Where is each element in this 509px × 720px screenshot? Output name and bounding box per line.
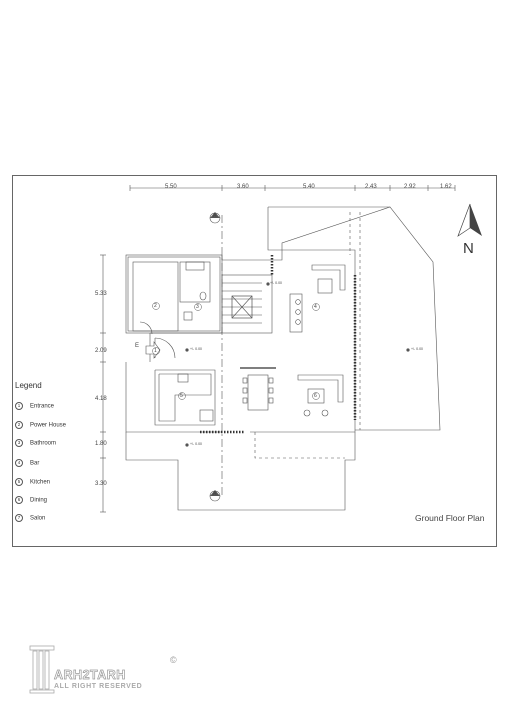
legend-number: 6 bbox=[15, 496, 23, 504]
dim-h-2: 3.60 bbox=[237, 184, 249, 190]
room-number-5: 5 bbox=[180, 393, 183, 399]
legend-item: 3 Bathroom bbox=[15, 439, 56, 447]
staircase bbox=[221, 274, 273, 334]
copyright-mark: © bbox=[170, 655, 177, 665]
dim-v-4: 1.80 bbox=[95, 441, 107, 447]
dim-h-3: 5.40 bbox=[303, 184, 315, 190]
level-marks bbox=[185, 282, 410, 447]
glazing-hatch bbox=[200, 255, 357, 434]
legend-number: 1 bbox=[15, 402, 23, 410]
section-marker-bottom bbox=[209, 490, 221, 502]
legend-item: 6 Dining bbox=[15, 496, 47, 504]
entrance-door bbox=[154, 337, 176, 359]
legend-label: Dining bbox=[30, 497, 48, 504]
plan-title: Ground Floor Plan bbox=[415, 513, 485, 523]
bar-counter bbox=[289, 293, 303, 333]
legend-item: 1 Entrance bbox=[15, 402, 54, 410]
kitchen-area bbox=[154, 369, 216, 426]
dim-v-1: 5.33 bbox=[95, 291, 107, 297]
legend-label: Power House bbox=[30, 422, 67, 429]
main-hall-wall bbox=[221, 249, 356, 433]
north-arrow bbox=[457, 203, 482, 237]
legend-number: 2 bbox=[15, 421, 23, 429]
terrace-outline bbox=[125, 432, 356, 511]
power-house-room bbox=[132, 261, 179, 332]
legend-number: 4 bbox=[15, 459, 23, 467]
legend-label: Bathroom bbox=[30, 440, 57, 447]
dining-table bbox=[247, 374, 269, 411]
room-number-1: 1 bbox=[154, 348, 157, 354]
level-label-3: +/- 0.00 bbox=[190, 442, 202, 446]
north-label: N bbox=[463, 240, 474, 257]
legend-label: Salon bbox=[30, 515, 46, 522]
dim-v-5: 3.30 bbox=[95, 481, 107, 487]
logo-subtitle: ALL RIGHT RESERVED bbox=[54, 683, 143, 690]
logo-pillar bbox=[29, 645, 55, 694]
dim-v-2: 2.09 bbox=[95, 348, 107, 354]
room-number-2: 2 bbox=[154, 303, 157, 309]
dim-h-5: 2.92 bbox=[404, 184, 416, 190]
section-marker-top bbox=[209, 212, 221, 224]
room-number-4: 4 bbox=[314, 304, 317, 310]
legend-item: 2 Power House bbox=[15, 421, 66, 429]
bathroom-room bbox=[179, 261, 211, 303]
dim-h-4: 2.43 bbox=[365, 184, 377, 190]
sofa-bottom bbox=[297, 374, 344, 403]
legend-item: 4 Bar bbox=[15, 459, 39, 467]
legend-number: 3 bbox=[15, 439, 23, 447]
level-label-4: +/- 0.00 bbox=[411, 347, 423, 351]
legend-item: 7 Salon bbox=[15, 514, 45, 522]
power-house-block bbox=[125, 254, 223, 334]
sofa-top bbox=[311, 264, 346, 291]
entrance-arrow bbox=[145, 341, 161, 359]
room-number-3: 3 bbox=[196, 304, 199, 310]
entrance-mark: E bbox=[135, 343, 140, 349]
dim-v-3: 4.18 bbox=[95, 396, 107, 402]
legend-label: Kitchen bbox=[30, 479, 51, 486]
legend-item: 5 Kitchen bbox=[15, 478, 50, 486]
level-label-1: +/- 0.00 bbox=[270, 281, 282, 285]
logo-name: ARH2TARH bbox=[54, 668, 126, 683]
legend-number: 5 bbox=[15, 478, 23, 486]
dim-h-1: 5.50 bbox=[165, 184, 177, 190]
legend-title: Legend bbox=[15, 381, 42, 390]
level-label-2: +/- 0.00 bbox=[190, 347, 202, 351]
legend-number: 7 bbox=[15, 514, 23, 522]
legend-label: Bar bbox=[30, 460, 40, 467]
section-label-top: A bbox=[213, 213, 217, 219]
section-label-bottom: A bbox=[213, 491, 217, 497]
dim-h-6: 1.62 bbox=[440, 184, 452, 190]
legend-label: Entrance bbox=[30, 403, 55, 410]
drawing-sheet bbox=[12, 175, 497, 547]
room-number-6: 6 bbox=[314, 393, 317, 399]
site-boundary bbox=[267, 206, 441, 431]
